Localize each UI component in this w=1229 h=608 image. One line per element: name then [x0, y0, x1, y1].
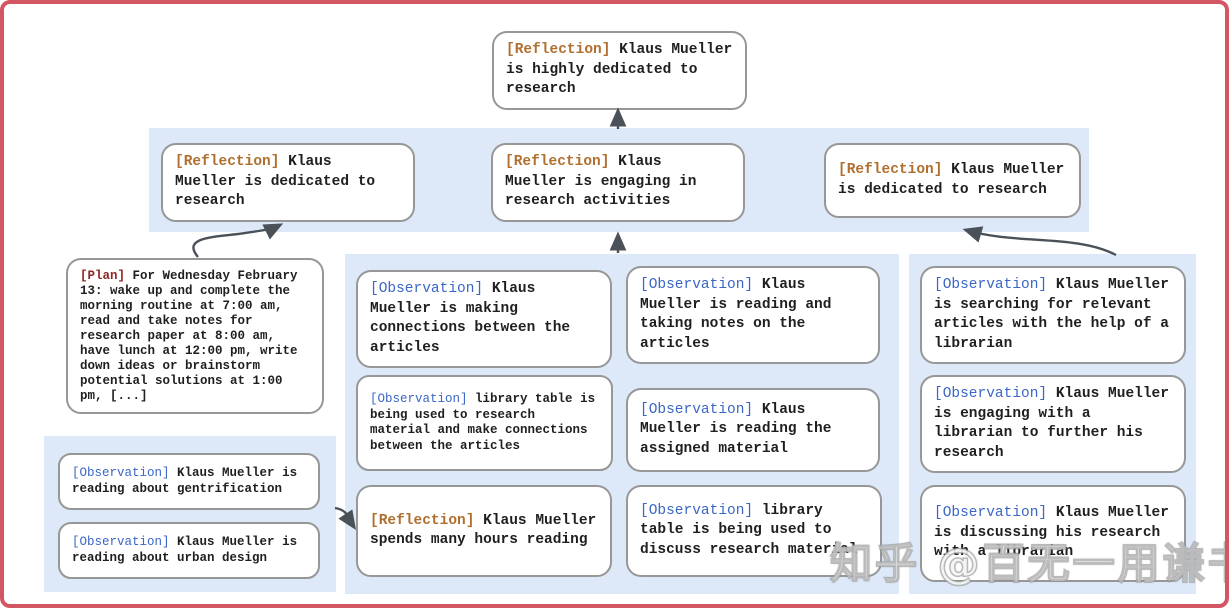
node-body: For Wednesday February 13: wake up and c…	[80, 268, 298, 403]
node-text: [Observation] Klaus Mueller is discussin…	[934, 504, 1172, 563]
node-text: [Reflection] Klaus Mueller spends many h…	[370, 512, 598, 551]
node-body: Klaus Mueller is dedicated to research	[175, 154, 376, 209]
node-body: Klaus Mueller is reading the assigned ma…	[640, 401, 832, 457]
node-obs-library-table-discuss: [Observation] library table is being use…	[626, 485, 882, 577]
node-text: [Reflection] Klaus Mueller is dedicated …	[175, 153, 401, 212]
node-body: Klaus Mueller is engaging in research ac…	[505, 154, 697, 209]
observation-tag: [Observation]	[72, 466, 170, 480]
node-text: [Plan] For Wednesday February 13: wake u…	[80, 269, 310, 404]
observation-tag: [Observation]	[640, 502, 754, 519]
reflection-tag: [Reflection]	[505, 154, 610, 170]
node-text: [Observation] Klaus Mueller is reading a…	[72, 535, 306, 566]
observation-tag: [Observation]	[640, 277, 754, 293]
node-obs-gentrification: [Observation] Klaus Mueller is reading a…	[58, 453, 320, 510]
node-obs-urban-design: [Observation] Klaus Mueller is reading a…	[58, 522, 320, 579]
node-obs-taking-notes: [Observation] Klaus Mueller is reading a…	[626, 266, 880, 364]
node-text: [Observation] library table is being use…	[370, 392, 599, 454]
node-plan: [Plan] For Wednesday February 13: wake u…	[66, 258, 324, 414]
reflection-tag: [Reflection]	[175, 154, 280, 170]
node-body: Klaus Mueller is discussing his research…	[934, 505, 1169, 561]
node-reflection-hours-reading: [Reflection] Klaus Mueller spends many h…	[356, 485, 612, 577]
reflection-tag: [Reflection]	[370, 512, 475, 529]
node-body: library table is being used to research …	[370, 392, 596, 453]
observation-tag: [Observation]	[934, 386, 1048, 402]
reflection-tag: [Reflection]	[506, 42, 611, 58]
observation-tag: [Observation]	[934, 277, 1048, 293]
observation-tag: [Observation]	[370, 392, 468, 406]
node-reflection-row2-right: [Reflection] Klaus Mueller is dedicated …	[824, 143, 1081, 218]
node-reflection-row2-center: [Reflection] Klaus Mueller is engaging i…	[491, 143, 745, 222]
watermark: 知乎 @百无一用谦书生	[829, 538, 1225, 589]
node-obs-library-table-research: [Observation] library table is being use…	[356, 375, 613, 471]
arrow-right-panel-to-right-reflection	[962, 226, 1117, 257]
node-obs-searching-articles: [Observation] Klaus Mueller is searching…	[920, 266, 1186, 364]
node-reflection-top: [Reflection] Klaus Mueller is highly ded…	[492, 31, 747, 110]
node-text: [Observation] Klaus Mueller is engaging …	[934, 385, 1172, 463]
node-body: Klaus Mueller is reading and taking note…	[640, 277, 832, 352]
node-body: Klaus Mueller is searching for relevant …	[934, 277, 1169, 352]
node-body: Klaus Mueller is dedicated to research	[838, 162, 1065, 198]
observation-tag: [Observation]	[934, 505, 1048, 522]
plan-tag: [Plan]	[80, 268, 126, 283]
node-text: [Observation] Klaus Mueller is making co…	[370, 280, 598, 358]
node-reflection-row2-left: [Reflection] Klaus Mueller is dedicated …	[161, 143, 415, 222]
node-text: [Reflection] Klaus Mueller is engaging i…	[505, 153, 731, 212]
node-text: [Observation] Klaus Mueller is reading t…	[640, 401, 866, 460]
node-text: [Observation] library table is being use…	[640, 502, 868, 561]
node-body: Klaus Mueller is reading about urban des…	[72, 535, 298, 565]
node-body: library table is being used to discuss r…	[640, 502, 858, 558]
node-body: Klaus Mueller spends many hours reading	[370, 512, 597, 549]
node-text: [Reflection] Klaus Mueller is dedicated …	[838, 161, 1067, 200]
node-body: Klaus Mueller is reading about gentrific…	[72, 466, 298, 496]
node-body: Klaus Mueller is highly dedicated to res…	[506, 42, 733, 97]
node-text: [Observation] Klaus Mueller is reading a…	[640, 276, 866, 354]
node-obs-discussing-librarian: [Observation] Klaus Mueller is discussin…	[920, 485, 1186, 582]
reflection-tag: [Reflection]	[838, 162, 943, 178]
node-body: Klaus Mueller is making connections betw…	[370, 281, 571, 356]
node-text: [Observation] Klaus Mueller is reading a…	[72, 466, 306, 497]
node-text: [Observation] Klaus Mueller is searching…	[934, 276, 1172, 354]
node-obs-assigned-material: [Observation] Klaus Mueller is reading t…	[626, 388, 880, 472]
observation-tag: [Observation]	[72, 535, 170, 549]
observation-tag: [Observation]	[370, 281, 484, 297]
node-obs-engaging-librarian: [Observation] Klaus Mueller is engaging …	[920, 375, 1186, 473]
node-body: Klaus Mueller is engaging with a librari…	[934, 386, 1169, 461]
node-text: [Reflection] Klaus Mueller is highly ded…	[506, 41, 733, 100]
node-obs-making-connections: [Observation] Klaus Mueller is making co…	[356, 270, 612, 368]
observation-tag: [Observation]	[640, 401, 754, 418]
